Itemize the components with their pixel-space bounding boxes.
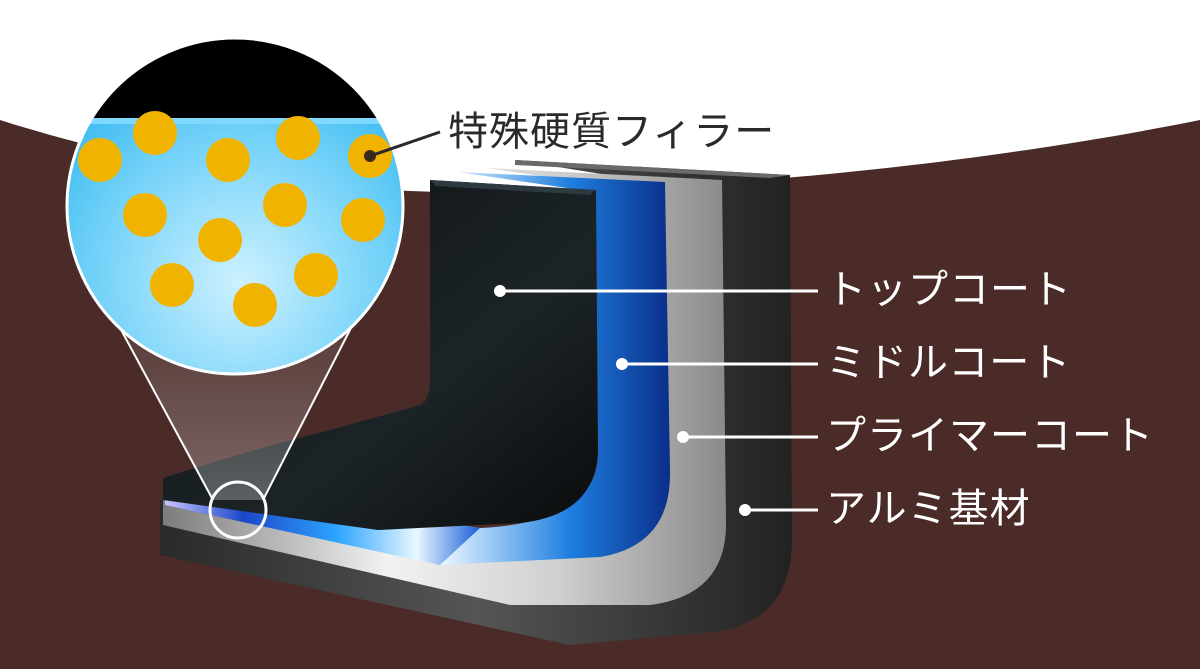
magnified-circle-border xyxy=(65,36,405,376)
filler-particle xyxy=(206,138,250,182)
filler-particle xyxy=(150,263,194,307)
filler-particle xyxy=(78,138,122,182)
filler-label: 特殊硬質フィラー xyxy=(448,109,776,155)
top-coat-label: トップコート xyxy=(826,267,1072,313)
filler-particle xyxy=(133,111,177,155)
filler-particle xyxy=(198,218,242,262)
primer-coat-label: プライマーコート xyxy=(826,413,1154,459)
top-coat-layer xyxy=(163,180,598,530)
filler-particle xyxy=(276,116,320,160)
filler-particle xyxy=(123,193,167,237)
filler-particle xyxy=(263,183,307,227)
filler-leader-line xyxy=(369,130,441,158)
middle-coat-label: ミドルコート xyxy=(826,340,1072,386)
filler-particle xyxy=(294,253,338,297)
primer-coat-layer xyxy=(163,168,727,605)
middle-coat-layer xyxy=(165,172,671,565)
filler-particle xyxy=(341,198,385,242)
aluminum-base-label: アルミ基材 xyxy=(826,486,1031,532)
filler-particle xyxy=(233,283,277,327)
leader-lines xyxy=(364,130,818,516)
zoom-target-circle xyxy=(208,480,268,540)
